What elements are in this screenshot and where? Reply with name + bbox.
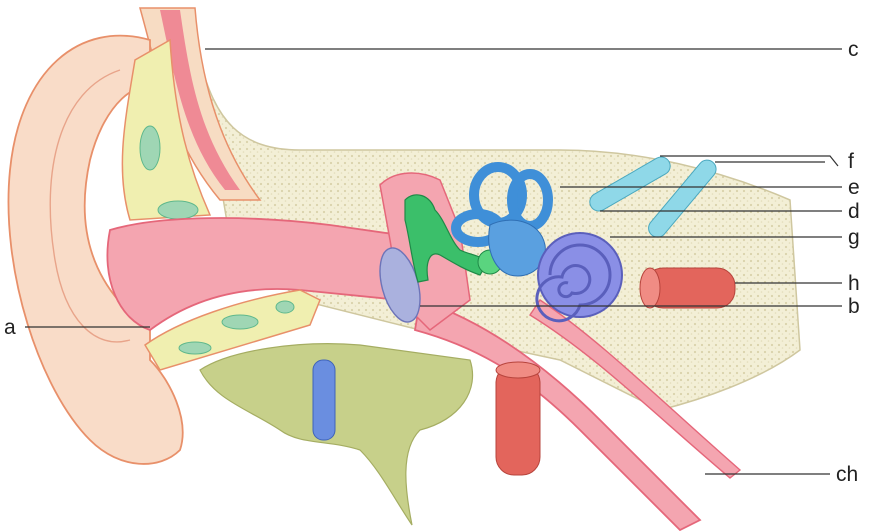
label-f: f (848, 150, 854, 173)
cartilage-spot-4 (276, 301, 294, 313)
label-ch: ch (836, 463, 858, 486)
label-a: a (4, 316, 16, 339)
carotid-artery-top (496, 362, 540, 378)
label-e: e (848, 176, 860, 199)
label-g: g (848, 226, 860, 249)
artery-right (640, 268, 735, 308)
label-d: d (848, 200, 860, 223)
vein (313, 360, 335, 440)
leader-f (660, 156, 838, 166)
label-b: b (848, 295, 860, 318)
cartilage-spot-5 (179, 342, 211, 354)
label-c: c (848, 38, 859, 61)
cartilage-spot-2 (158, 201, 198, 219)
carotid-artery (496, 365, 540, 475)
cartilage-spot-1 (140, 126, 160, 170)
cartilage-spot-3 (222, 315, 258, 329)
label-h: h (848, 272, 860, 295)
parotid-gland (200, 344, 473, 525)
